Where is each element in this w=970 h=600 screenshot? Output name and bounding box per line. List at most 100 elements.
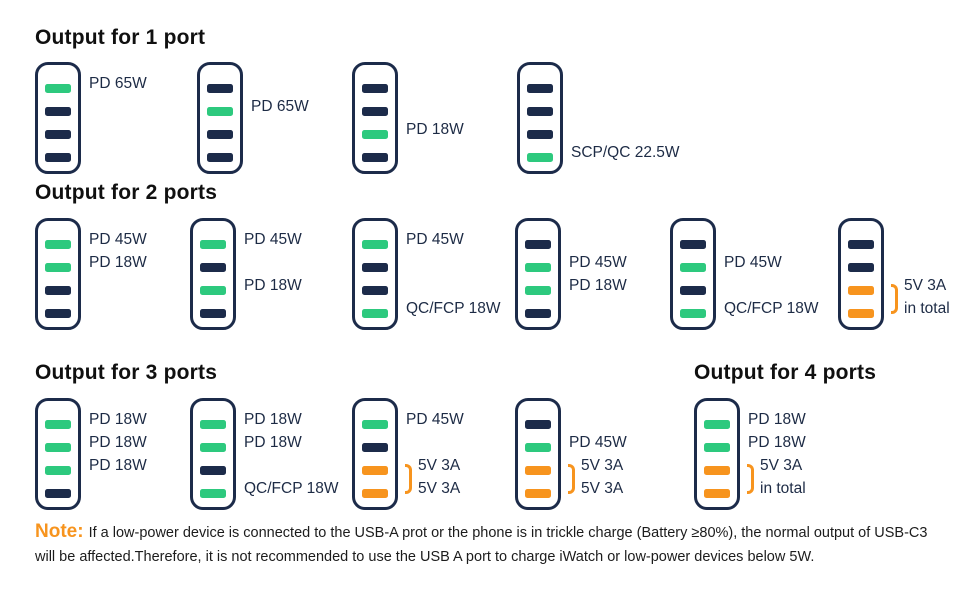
- port-slot-1-green: [45, 420, 71, 429]
- port-slot-4-green: [527, 153, 553, 162]
- charger-1-1: PD 65W: [35, 62, 147, 178]
- port-slot-2-green: [200, 443, 226, 452]
- port-slot-2-dark: [362, 263, 388, 272]
- port-slot-2-green: [680, 263, 706, 272]
- port-slot-4-dark: [207, 153, 233, 162]
- in-total-bracket: [405, 464, 412, 494]
- charger-1-3: PD 18W: [352, 62, 464, 178]
- port-slot-1-green: [362, 420, 388, 429]
- port-slot-2-green: [45, 263, 71, 272]
- port-label: PD 45W: [569, 434, 627, 451]
- port-slot-3-dark: [207, 130, 233, 139]
- port-label: 5V 3A: [418, 480, 461, 497]
- port-slot-2-green: [45, 443, 71, 452]
- in-total-bracket: [568, 464, 575, 494]
- port-slot-2-green: [525, 443, 551, 452]
- port-slot-2-dark: [848, 263, 874, 272]
- port-slot-3-dark: [200, 466, 226, 475]
- charger-2-6: 5V 3A in total: [838, 218, 950, 334]
- charger-device: [515, 398, 561, 510]
- port-slot-2-dark: [200, 263, 226, 272]
- port-slot-4-orange: [704, 489, 730, 498]
- port-slot-4-orange: [525, 489, 551, 498]
- note-block: Note:If a low-power device is connected …: [35, 518, 947, 568]
- port-slot-4-dark: [200, 309, 226, 318]
- port-label: PD 18W: [406, 121, 464, 138]
- port-label: PD 18W: [244, 277, 302, 294]
- port-label: PD 18W: [569, 277, 627, 294]
- port-label: PD 18W: [89, 411, 147, 428]
- port-label: PD 45W: [406, 411, 464, 428]
- port-slot-4-green: [680, 309, 706, 318]
- port-slot-3-orange: [848, 286, 874, 295]
- port-slot-3-dark: [45, 130, 71, 139]
- charger-1-2: PD 65W: [197, 62, 309, 178]
- port-label: PD 18W: [89, 434, 147, 451]
- port-label: PD 18W: [748, 434, 806, 451]
- port-slot-4-dark: [45, 489, 71, 498]
- charger-device: [670, 218, 716, 330]
- charger-device: [35, 62, 81, 174]
- port-slot-2-green: [525, 263, 551, 272]
- port-label: QC/FCP 18W: [244, 480, 339, 497]
- port-slot-1-dark: [680, 240, 706, 249]
- port-label: in total: [904, 300, 950, 317]
- port-slot-3-green: [362, 130, 388, 139]
- in-total-bracket: [891, 284, 898, 314]
- port-label: PD 18W: [244, 434, 302, 451]
- port-slot-1-green: [704, 420, 730, 429]
- charger-2-2: PD 45W PD 18W: [190, 218, 302, 334]
- charger-device: [197, 62, 243, 174]
- port-label: PD 45W: [569, 254, 627, 271]
- port-slot-1-dark: [527, 84, 553, 93]
- charger-device: [35, 398, 81, 510]
- port-label: PD 65W: [251, 98, 309, 115]
- charger-device: [694, 398, 740, 510]
- port-label: 5V 3A: [760, 457, 803, 474]
- port-slot-1-dark: [362, 84, 388, 93]
- port-label: QC/FCP 18W: [406, 300, 501, 317]
- port-slot-4-dark: [45, 309, 71, 318]
- port-label: PD 45W: [406, 231, 464, 248]
- port-slot-1-green: [362, 240, 388, 249]
- port-slot-2-dark: [362, 443, 388, 452]
- port-slot-4-green: [362, 309, 388, 318]
- in-total-bracket: [747, 464, 754, 494]
- charger-2-3: PD 45W QC/FCP 18W: [352, 218, 500, 334]
- note-text: If a low-power device is connected to th…: [35, 525, 928, 565]
- port-slot-1-dark: [525, 240, 551, 249]
- port-slot-3-green: [200, 286, 226, 295]
- port-label: PD 45W: [244, 231, 302, 248]
- charger-device: [515, 218, 561, 330]
- port-slot-1-green: [200, 240, 226, 249]
- port-label: 5V 3A: [904, 277, 947, 294]
- charger-2-4: PD 45W PD 18W: [515, 218, 627, 334]
- charger-device: [35, 218, 81, 330]
- port-slot-4-dark: [362, 153, 388, 162]
- port-slot-1-dark: [848, 240, 874, 249]
- port-slot-3-green: [525, 286, 551, 295]
- port-slot-2-dark: [362, 107, 388, 116]
- port-label: SCP/QC 22.5W: [571, 144, 680, 161]
- section-title-2-ports: Output for 2 ports: [35, 181, 218, 204]
- port-label: 5V 3A: [581, 480, 624, 497]
- port-slot-3-dark: [45, 286, 71, 295]
- port-label: PD 65W: [89, 75, 147, 92]
- charger-device: [352, 398, 398, 510]
- port-label: QC/FCP 18W: [724, 300, 819, 317]
- charger-device: [352, 62, 398, 174]
- port-slot-1-green: [45, 84, 71, 93]
- port-slot-3-orange: [525, 466, 551, 475]
- port-slot-4-orange: [362, 489, 388, 498]
- port-label: in total: [760, 480, 806, 497]
- section-title-1-port: Output for 1 port: [35, 26, 206, 49]
- port-slot-4-dark: [45, 153, 71, 162]
- section-title-4-ports: Output for 4 ports: [694, 361, 877, 384]
